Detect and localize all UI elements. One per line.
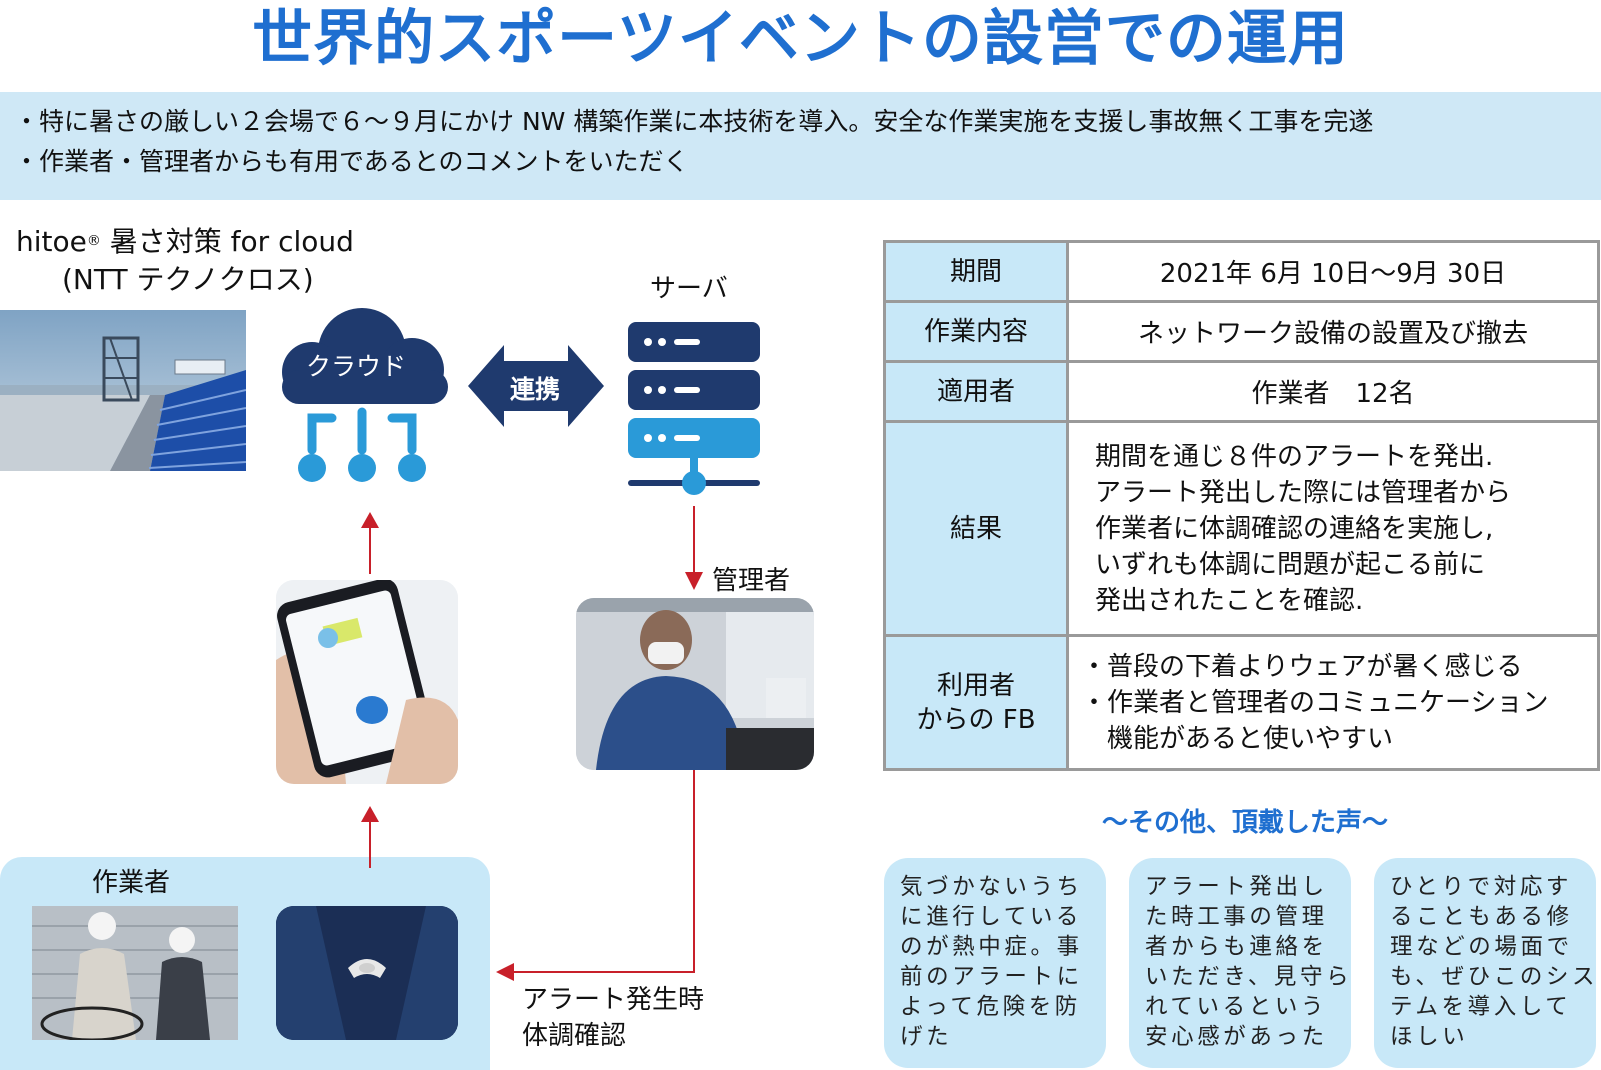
voice-line: 者からも連絡を	[1145, 934, 1328, 960]
fb-key-line-2: からの FB	[916, 704, 1036, 735]
arrow-up-icon	[361, 512, 379, 528]
info-table: 期間 2021年 6月 10日～9月 30日 作業内容 ネットワーク設備の設置及…	[883, 240, 1600, 771]
fb-line: ・普段の下着よりウェアが暑く感じる	[1081, 651, 1523, 682]
manager-photo	[576, 598, 814, 770]
arrow-down-icon	[685, 572, 703, 590]
voice-line: ほしい	[1390, 1024, 1469, 1050]
double-arrow-icon	[468, 345, 604, 427]
manager-label: 管理者	[712, 566, 791, 596]
voice-line: 気づかないうち	[900, 874, 1083, 900]
result-line: 作業者に体調確認の連絡を実施し,	[1095, 513, 1494, 544]
table-value-result: 期間を通じ８件のアラートを発出. アラート発出した際には管理者から 作業者に体調…	[1066, 420, 1600, 637]
table-row: 期間 2021年 6月 10日～9月 30日	[883, 240, 1600, 303]
source-label-brand: hitoe	[16, 225, 87, 258]
voice-line: 安心感があった	[1145, 1024, 1328, 1050]
arrow-left-icon	[496, 963, 514, 981]
alert-label-line-2: 体調確認	[522, 1021, 627, 1051]
voices-heading: ～その他、頂戴した声～	[1101, 808, 1388, 838]
voice-line: いただき、見守ら	[1145, 964, 1353, 990]
voice-line: げた	[900, 1024, 953, 1050]
table-key: 作業内容	[883, 300, 1069, 363]
smartphone-photo	[276, 580, 458, 784]
voice-line: に進行している	[900, 904, 1083, 930]
cloud-label: クラウド	[306, 352, 407, 381]
voice-line: アラート発出し	[1145, 874, 1328, 900]
table-value: 作業者 12名	[1066, 360, 1600, 423]
voice-line: ることもある修	[1390, 904, 1573, 930]
source-label-company: (NTT テクノクロス)	[62, 263, 314, 296]
voice-line: のが熱中症。事	[900, 934, 1083, 960]
voice-line: よって危険を防	[900, 994, 1081, 1020]
voice-bubble-2: アラート発出し た時工事の管理 者からも連絡を いただき、見守ら れているという…	[1129, 858, 1351, 1068]
voice-bubble-1: 気づかないうち に進行している のが熱中症。事 前のアラートに よって危険を防 …	[884, 858, 1106, 1068]
fb-line: 機能があると使いやすい	[1081, 723, 1394, 754]
page-title: 世界的スポーツイベントの設営での運用	[252, 4, 1349, 74]
table-value: 2021年 6月 10日～9月 30日	[1066, 240, 1600, 303]
voice-line: れているという	[1145, 994, 1328, 1020]
result-line: アラート発出した際には管理者から	[1095, 477, 1512, 508]
arrow-manager-to-worker	[514, 770, 695, 973]
table-key: 適用者	[883, 360, 1069, 423]
summary-band: ・特に暑さの厳しい２会場で６～９月にかけ NW 構築作業に本技術を導入。安全な作…	[0, 92, 1601, 200]
table-key-result: 結果	[883, 420, 1069, 637]
source-label-rest: 暑さ対策 for cloud	[100, 225, 354, 258]
table-row-feedback: 利用者 からの FB ・普段の下着よりウェアが暑く感じる ・作業者と管理者のコミ…	[883, 634, 1600, 771]
voice-bubble-3: ひとりで対応す ることもある修 理などの場面で も、ぜひこのシス テムを導入して…	[1374, 858, 1596, 1068]
worker-label: 作業者	[92, 868, 171, 898]
table-key: 期間	[883, 240, 1069, 303]
table-row-result: 結果 期間を通じ８件のアラートを発出. アラート発出した際には管理者から 作業者…	[883, 420, 1600, 637]
result-line: いずれも体調に問題が起こる前に	[1095, 549, 1486, 580]
table-row: 適用者 作業者 12名	[883, 360, 1600, 423]
server-icon	[628, 322, 760, 495]
voice-line: 前のアラートに	[900, 964, 1083, 990]
voice-line: た時工事の管理	[1145, 904, 1328, 930]
cloud-icon	[282, 308, 448, 482]
sensor-wear-photo	[276, 906, 458, 1040]
voice-line: テムを導入して	[1390, 994, 1572, 1020]
alert-label: アラート発生時 体調確認	[522, 982, 704, 1054]
arrow-up-icon	[361, 806, 379, 822]
fb-line: ・作業者と管理者のコミュニケーション	[1081, 687, 1549, 718]
result-line: 発出されたことを確認.	[1095, 585, 1364, 616]
summary-line-1: ・特に暑さの厳しい２会場で６～９月にかけ NW 構築作業に本技術を導入。安全な作…	[14, 107, 1374, 136]
table-key-feedback: 利用者 からの FB	[883, 634, 1069, 771]
voice-line: 理などの場面で	[1390, 934, 1573, 960]
workers-photo	[32, 906, 238, 1040]
link-label: 連携	[510, 375, 561, 404]
registered-mark: ®	[86, 233, 101, 249]
summary-line-2: ・作業者・管理者からも有用であるとのコメントをいただく	[14, 147, 689, 176]
result-line: 期間を通じ８件のアラートを発出.	[1095, 441, 1494, 472]
alert-label-line-1: アラート発生時	[522, 985, 705, 1015]
source-label: hitoe® 暑さ対策 for cloud (NTT テクノクロス)	[16, 222, 354, 299]
stadium-photo	[0, 310, 246, 471]
table-value-feedback: ・普段の下着よりウェアが暑く感じる ・作業者と管理者のコミュニケーション 機能が…	[1066, 634, 1600, 771]
fb-key-line-1: 利用者	[936, 670, 1015, 701]
server-label: サーバ	[650, 274, 728, 304]
table-value: ネットワーク設備の設置及び撤去	[1066, 300, 1600, 363]
voice-line: も、ぜひこのシス	[1390, 964, 1599, 990]
table-row: 作業内容 ネットワーク設備の設置及び撤去	[883, 300, 1600, 363]
voice-line: ひとりで対応す	[1390, 874, 1573, 900]
